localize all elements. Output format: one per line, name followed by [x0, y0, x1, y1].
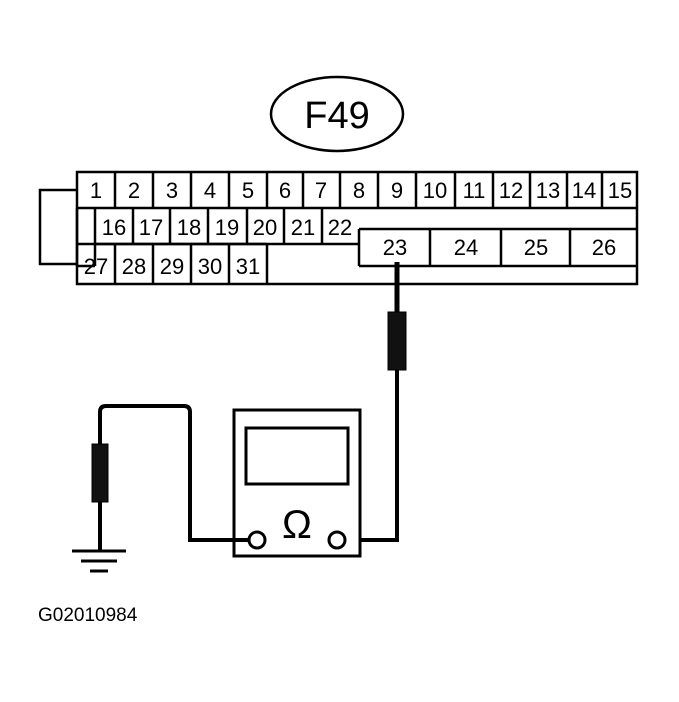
pin-21: 21 — [291, 215, 315, 240]
pin-30: 30 — [198, 254, 222, 279]
pin-8: 8 — [353, 178, 365, 203]
probe-lead-to-meter — [345, 530, 399, 542]
pin-11: 11 — [463, 178, 486, 203]
pin-24: 24 — [454, 235, 478, 260]
pin-23: 23 — [383, 235, 407, 260]
pin-6: 6 — [279, 178, 291, 203]
pin-12: 12 — [499, 178, 523, 203]
ground-lead — [98, 404, 249, 542]
pin-19: 19 — [215, 215, 239, 240]
figure-id: G02010984 — [38, 605, 138, 626]
pin-27: 27 — [84, 254, 108, 279]
pin-16: 16 — [102, 215, 126, 240]
pin-26: 26 — [592, 235, 616, 260]
connector-label-group: F49 — [269, 75, 405, 153]
probe-positive — [345, 262, 407, 542]
ohm-symbol: Ω — [282, 503, 312, 547]
pin-17: 17 — [139, 215, 163, 240]
ground-probe-handle — [91, 443, 109, 503]
pin-20: 20 — [253, 215, 277, 240]
meter-display — [244, 426, 350, 486]
connector-lock-tab — [38, 188, 77, 266]
pin-25: 25 — [524, 235, 548, 260]
pin-15: 15 — [608, 178, 632, 203]
pin-28: 28 — [122, 254, 146, 279]
pin-3: 3 — [166, 178, 178, 203]
pin-29: 29 — [160, 254, 184, 279]
pin-1: 1 — [90, 178, 102, 203]
pin-5: 5 — [242, 178, 254, 203]
connector-f49 — [38, 170, 639, 286]
pin-7: 7 — [315, 178, 327, 203]
ohmmeter: Ω — [232, 408, 362, 558]
pin-labels: 1 2 3 4 5 6 7 8 9 10 11 12 13 14 15 16 1… — [84, 178, 632, 279]
probe-handle — [387, 311, 407, 371]
pin-18: 18 — [177, 215, 201, 240]
probe-ground — [72, 404, 249, 573]
pin-4: 4 — [204, 178, 216, 203]
pin-2: 2 — [128, 178, 140, 203]
meter-terminal-negative — [247, 530, 267, 550]
pin-10: 10 — [423, 178, 447, 203]
pin-9: 9 — [391, 178, 403, 203]
connector-label-ellipse — [269, 75, 405, 153]
pin-14: 14 — [572, 178, 596, 203]
pin-13: 13 — [536, 178, 560, 203]
pin-22: 22 — [328, 215, 352, 240]
connector-label: F49 — [304, 95, 369, 137]
meter-terminal-positive — [327, 530, 347, 550]
pin-31: 31 — [236, 254, 260, 279]
